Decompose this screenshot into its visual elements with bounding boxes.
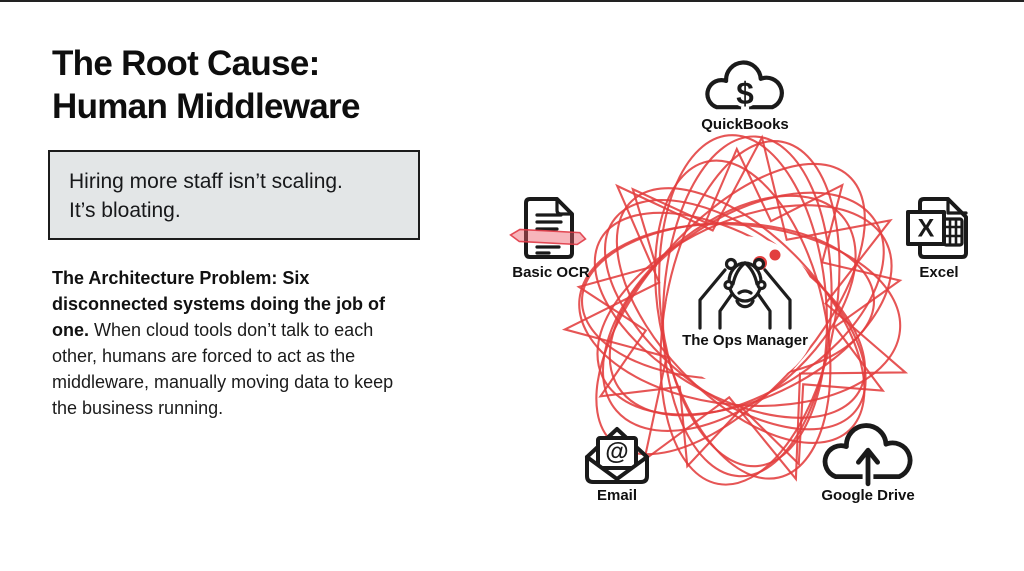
tangle-scribble xyxy=(561,134,909,486)
label-email: Email xyxy=(596,487,638,504)
dollar-glyph: $ xyxy=(736,75,754,111)
label-ops-manager: The Ops Manager xyxy=(682,332,808,349)
body-rest: When cloud tools don’t talk to each othe… xyxy=(52,320,394,418)
scan-band xyxy=(509,228,587,246)
top-rule xyxy=(0,0,1024,2)
body-paragraph: The Architecture Problem: Six disconnect… xyxy=(52,265,408,421)
scan-band-shape xyxy=(509,228,587,246)
label-basic-ocr: Basic OCR xyxy=(512,264,590,281)
label-google-drive: Google Drive xyxy=(821,487,915,504)
x-glyph: X xyxy=(918,215,935,243)
document-scan-icon xyxy=(509,197,587,259)
stress-dot-icon xyxy=(769,249,781,261)
center-clearing xyxy=(666,236,818,388)
label-excel: Excel xyxy=(919,264,959,281)
stressed-person-icon xyxy=(698,257,792,330)
callout-line-1: Hiring more staff isn’t scaling. xyxy=(69,170,343,193)
envelope-at-icon: @ xyxy=(585,427,649,484)
label-quickbooks: QuickBooks xyxy=(701,116,789,133)
spreadsheet-icon: X xyxy=(906,197,968,259)
title-line-2: Human Middleware xyxy=(52,87,360,126)
at-glyph: @ xyxy=(605,439,628,466)
callout-box: Hiring more staff isn’t scaling. It’s blo… xyxy=(48,150,420,240)
cloud-upload-icon xyxy=(822,423,913,487)
cloud-dollar-icon: $ xyxy=(705,60,784,114)
callout-line-2: It’s bloating. xyxy=(69,199,181,222)
body-lead: The Architecture Problem: Six disconnect… xyxy=(52,268,386,340)
title-line-1: The Root Cause: xyxy=(52,44,320,83)
human-middleware-diagram: $ X @ xyxy=(509,60,968,487)
page-title: The Root Cause: Human Middleware xyxy=(52,42,360,128)
